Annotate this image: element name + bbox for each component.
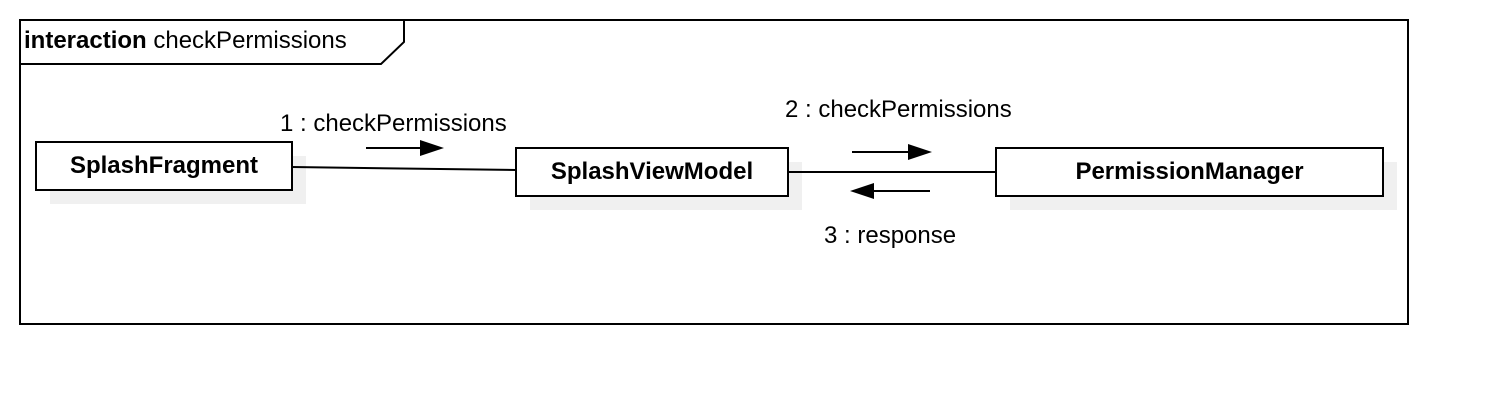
message-1-label: 1 : checkPermissions — [280, 110, 507, 137]
frame-keyword: interaction — [24, 27, 147, 54]
splash-view-model-box — [515, 147, 789, 197]
message-1-arrow — [366, 140, 444, 156]
frame-title: interaction checkPermissions — [24, 27, 347, 55]
frame-name-tab — [19, 19, 405, 65]
frame-name: checkPermissions — [153, 27, 347, 54]
message-2-label: 2 : checkPermissions — [785, 96, 1012, 123]
message-3-label: 3 : response — [824, 222, 957, 249]
splash-fragment-box — [35, 141, 293, 191]
permission-manager-box — [995, 147, 1384, 197]
message-3-arrow — [850, 183, 930, 199]
link-fragment-viewmodel — [291, 166, 517, 171]
message-2-arrow — [852, 144, 932, 160]
